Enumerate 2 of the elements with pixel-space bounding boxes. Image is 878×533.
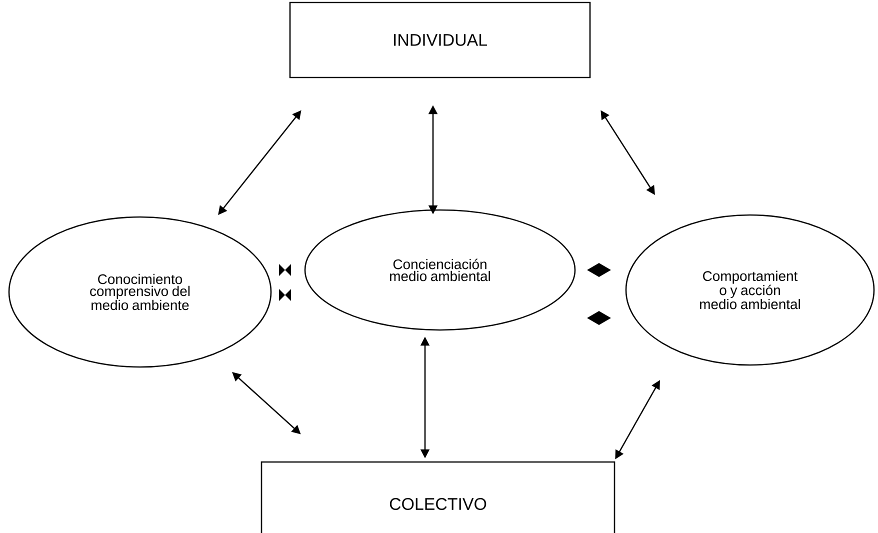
- label-box: COLECTIVO: [260, 461, 616, 533]
- label-box: INDIVIDUAL: [289, 2, 591, 78]
